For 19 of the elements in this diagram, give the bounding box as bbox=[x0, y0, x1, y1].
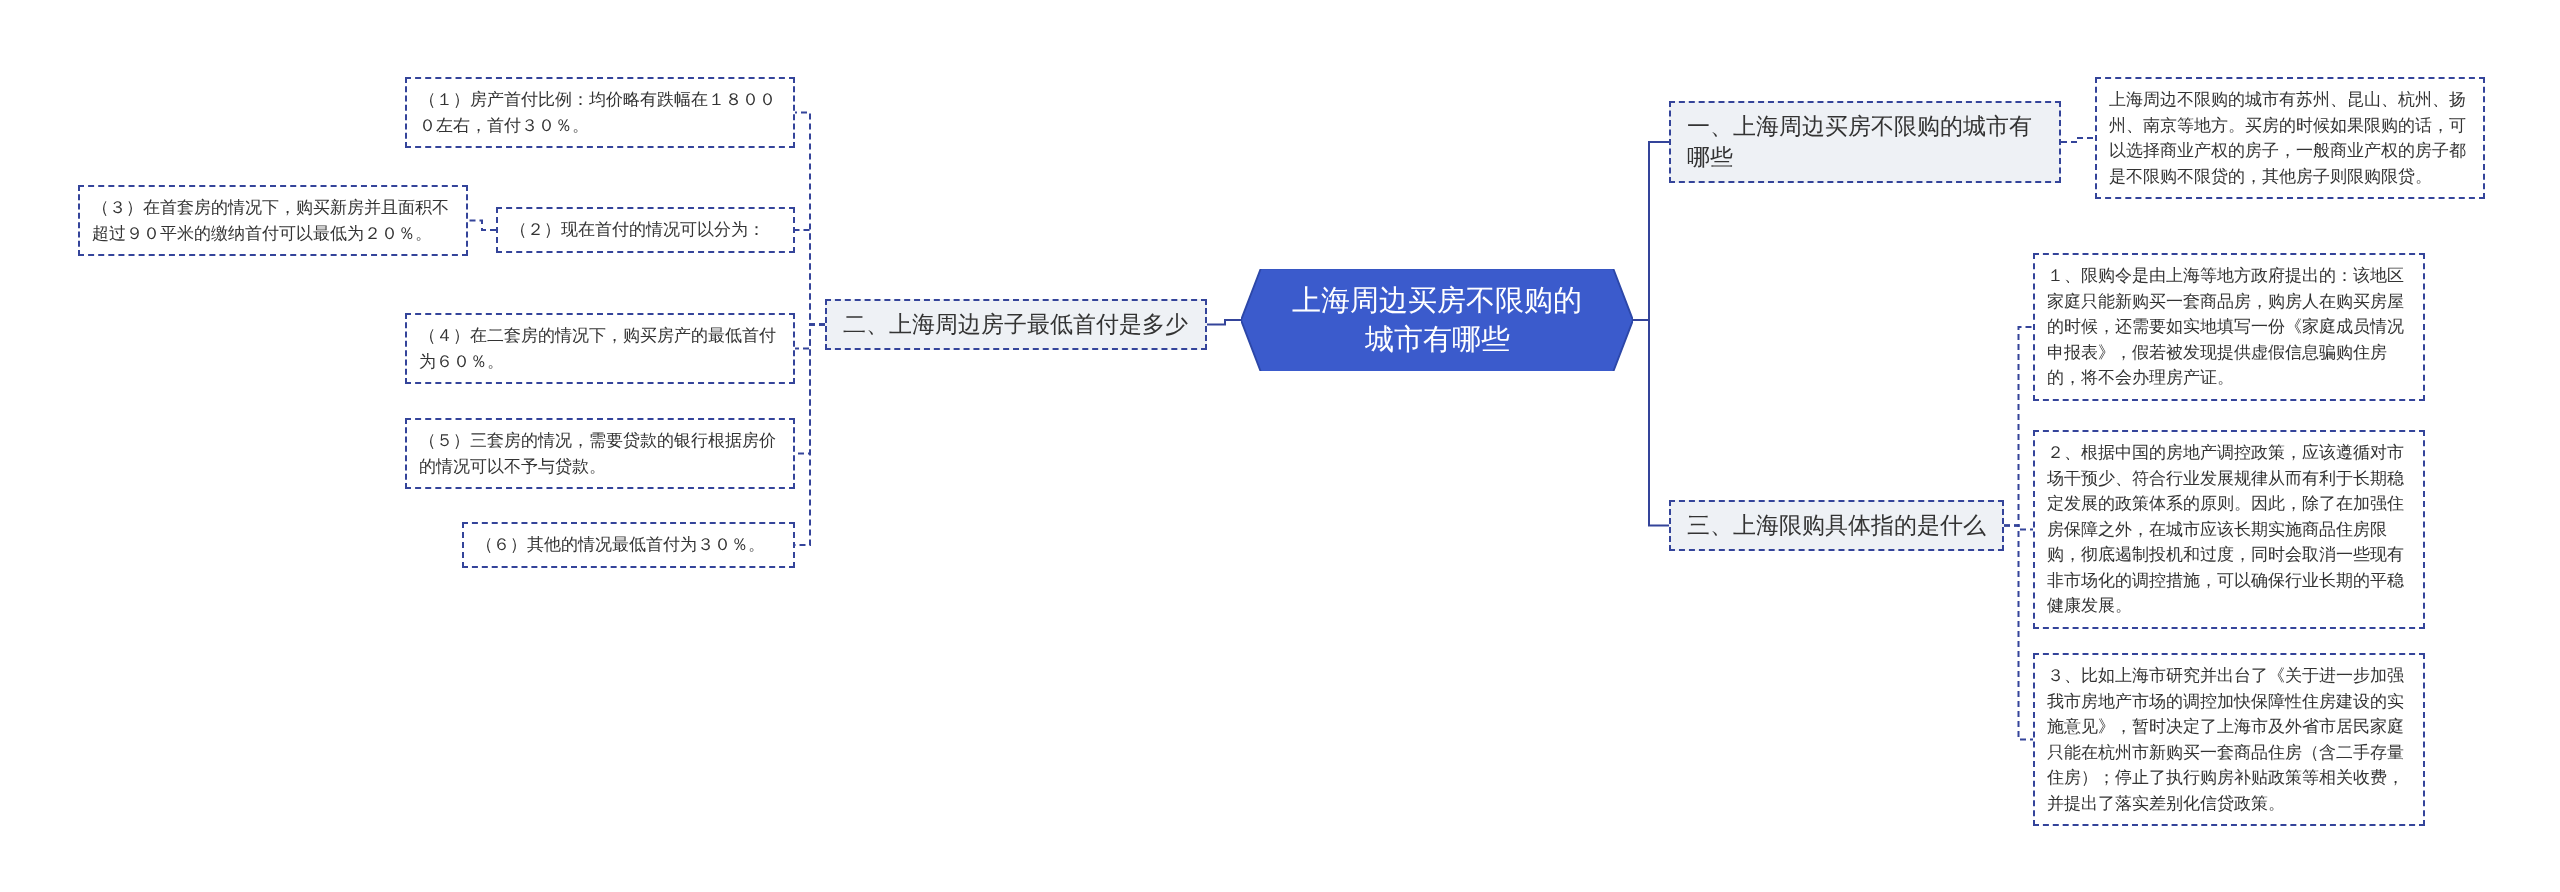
branch-box: 二、上海周边房子最低首付是多少 bbox=[825, 299, 1207, 351]
connector-line bbox=[467, 219, 497, 231]
connector-line bbox=[2060, 137, 2096, 143]
branch-box: 三、上海限购具体指的是什么 bbox=[1669, 500, 2004, 552]
note-box: ３、比如上海市研究并出台了《关于进一步加强我市房地产市场的调控加快保障性住房建设的实施意见》，暂时决定了上海市及外省市居民家庭只能在杭州市新购买一套商品住房（含二手存量住房）；停止了执行购房补贴政策等相关收费，并提出了落实差别化信贷政策。 bbox=[2033, 653, 2425, 826]
note-box: （５）三套房的情况，需要贷款的银行根据房价的情况可以不予与贷款。 bbox=[405, 418, 795, 489]
connector-line bbox=[1632, 319, 1670, 527]
branch-box: 一、上海周边买房不限购的城市有哪些 bbox=[1669, 101, 2061, 184]
note-box: （１）房产首付比例：均价略有跌幅在１８０００左右，首付３０％。 bbox=[405, 77, 795, 148]
note-box: １、限购令是由上海等地方政府提出的：该地区家庭只能新购买一套商品房，购房人在购买房屋的时候，还需要如实地填写一份《家庭成员情况申报表》，假若被发现提供虚假信息骗购住房的，将不会办理房产证。 bbox=[2033, 253, 2425, 401]
note-box: （２）现在首付的情况可以分为： bbox=[496, 207, 795, 253]
note-box: （４）在二套房的情况下，购买房产的最低首付为６０％。 bbox=[405, 313, 795, 384]
note-box: 上海周边不限购的城市有苏州、昆山、杭州、扬州、南京等地方。买房的时候如果限购的话，可以选择商业产权的房子，一般商业产权的房子都是不限购不限贷的，其他房子则限购限贷。 bbox=[2095, 77, 2485, 199]
topic-hexagon: 上海周边买房不限购的城市有哪些 bbox=[1241, 269, 1633, 372]
note-box: （３）在首套房的情况下，购买新房并且面积不超过９０平米的缴纳首付可以最低为２０％。 bbox=[78, 185, 468, 256]
note-box: ２、根据中国的房地产调控政策，应该遵循对市场干预少、符合行业发展规律从而有利于长期稳定发展的政策体系的原则。因此，除了在加强住房保障之外，在城市应该长期实施商品住房限购，彻底遏制投机和过度，同时会取消一些现有非市场化的调控措施，可以确保行业长期的平稳健康发展。 bbox=[2033, 430, 2425, 629]
connector-line bbox=[1206, 319, 1242, 326]
note-box: （６）其他的情况最低首付为３０％。 bbox=[462, 522, 795, 568]
connector-line bbox=[2003, 524, 2034, 741]
